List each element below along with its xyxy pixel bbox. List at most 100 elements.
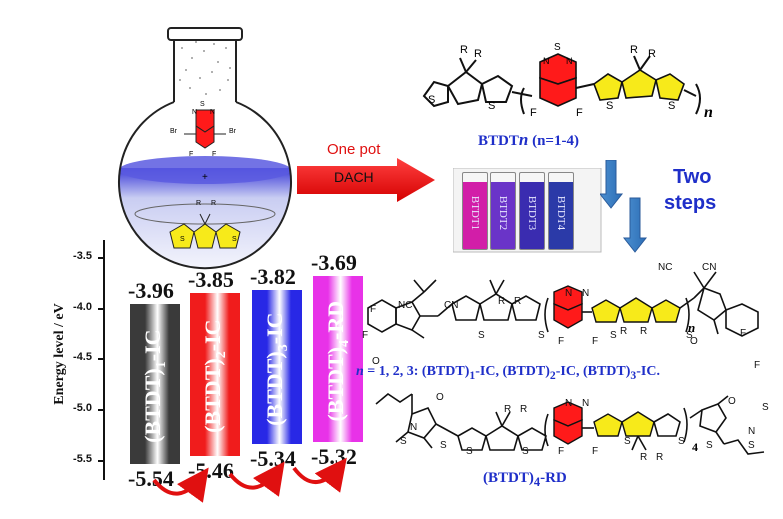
flask-illustration [118, 27, 292, 270]
flask-atom-s: S [180, 236, 185, 243]
polymer-atom-r: R [648, 48, 656, 60]
rd-atom-label: O [728, 396, 736, 407]
axis-tick-label: -4.0 [73, 300, 92, 313]
energy-bar [190, 292, 240, 456]
lumo-value-label: -3.69 [311, 250, 357, 276]
rd-atom-label: N [748, 426, 756, 437]
vial: BTDT1 [462, 172, 488, 250]
polymer-repeat-subscript: n [704, 104, 713, 121]
ic-atom-label: R [514, 296, 522, 307]
rd-atom-label: O [436, 392, 444, 403]
axis-tick-label: -5.5 [73, 452, 92, 465]
flask-atom-s: S [232, 236, 237, 243]
lumo-value-label: -3.96 [128, 277, 174, 303]
rd-atom-label: R [640, 452, 648, 463]
lumo-value-label: -3.85 [188, 266, 234, 292]
rd-atom-label: R [504, 404, 512, 415]
two-steps-line2: steps [664, 192, 717, 214]
vial-label: BTDT2 [497, 195, 509, 231]
rd-atom-label: N [582, 398, 590, 409]
polymer-atom-r: R [474, 48, 482, 60]
ic-atom-label: R [640, 326, 648, 337]
flask-atom-n: N [192, 109, 198, 116]
vial-label: BTDT1 [469, 195, 481, 231]
rd-atom-label: S [440, 440, 447, 451]
flask-atom-r: R [196, 200, 202, 207]
polymer-name-label: BTDTn (n=1-4) [478, 130, 579, 149]
energy-bar-label: (BTDT)2-IC [199, 319, 230, 434]
ic-atom-label: F [740, 328, 747, 339]
polymer-atom-r: R [460, 44, 468, 56]
rd-repeat-subscript: 4 [692, 440, 698, 454]
rd-atom-label: F [592, 446, 599, 457]
ic-atom-label: CN [702, 262, 717, 273]
axis-tick-mark [98, 307, 104, 310]
axis-tick-label: -5.0 [73, 402, 92, 415]
polymer-atom-s: S [668, 100, 676, 112]
flask-atom-r: R [211, 200, 217, 207]
flask-atom-br: Br [229, 128, 236, 135]
rd-atom-label: R [656, 452, 664, 463]
rd-atom-label: S [706, 440, 713, 451]
ic-atom-label: O [690, 336, 698, 347]
polymer-atom-s: S [488, 100, 496, 112]
rd-atom-label: F [558, 446, 565, 457]
polymer-atom-s: S [606, 100, 614, 112]
ic-atom-label: F [370, 304, 377, 315]
homo-transfer-arrows [152, 457, 347, 503]
flask-atom-f: F [212, 151, 217, 158]
ic-molecule-structure [367, 271, 759, 339]
polymer-atom-s: S [428, 94, 436, 106]
polymer-atom-f: F [530, 107, 537, 119]
ic-atom-label: S [478, 330, 485, 341]
ic-atom-label: N [582, 288, 590, 299]
vial-label: BTDT4 [555, 195, 567, 231]
flask-atom-f: F [189, 151, 194, 158]
axis-tick-label: -3.5 [73, 250, 92, 263]
chart-axis [103, 240, 105, 480]
energy-bar-label: (BTDT)1-IC [139, 329, 170, 443]
ic-atom-label: O [372, 356, 380, 367]
flask-atom-s: S [200, 101, 205, 108]
axis-tick-mark [98, 257, 104, 260]
polymer-atom-s: S [554, 42, 561, 53]
polymer-atom-n: N [543, 56, 550, 66]
ic-atom-label: F [362, 330, 369, 341]
rd-atom-label: S [466, 446, 473, 457]
flask-atom-br: Br [170, 128, 177, 135]
energy-bar [313, 276, 363, 442]
polymer-atom-n: N [566, 56, 573, 66]
rd-atom-label: S [762, 402, 769, 413]
two-steps-arrows [600, 160, 648, 253]
reaction-label-dach: DACH [334, 169, 374, 185]
vial: BTDT2 [490, 172, 516, 250]
homo-value-label: -5.54 [128, 465, 174, 491]
ic-atom-label: CN [444, 300, 459, 311]
energy-bar-label: (BTDT)4-RD [322, 300, 353, 422]
reaction-label-onepot: One pot [327, 141, 381, 158]
energy-axis-label: Energy level / eV [52, 303, 67, 405]
ic-atom-label: S [538, 330, 545, 341]
ic-atom-label: R [498, 296, 506, 307]
energy-bar-label: (BTDT)3-IC [261, 312, 292, 426]
two-steps-line1: Two [673, 166, 712, 188]
polymer-atom-r: R [630, 44, 638, 56]
ic-atom-label: R [620, 326, 628, 337]
flask-atom-n: N [210, 109, 216, 116]
ic-atom-label: N [565, 288, 573, 299]
ic-atom-label: NC [398, 300, 413, 311]
rd-atom-label: R [520, 404, 528, 415]
vial-label: BTDT3 [526, 195, 538, 231]
energy-bar [252, 289, 302, 444]
flask-plus: + [202, 172, 208, 183]
rd-atom-label: S [400, 436, 407, 447]
axis-tick-mark [98, 358, 104, 361]
ic-atom-label: S [610, 330, 617, 341]
polymer-atom-f: F [576, 107, 583, 119]
reaction-arrow [297, 158, 435, 202]
ic-atom-label: F [754, 360, 761, 371]
ic-atom-label: S [686, 330, 693, 341]
energy-bar [130, 303, 180, 464]
rd-caption: (BTDT)4-RD [483, 470, 567, 489]
